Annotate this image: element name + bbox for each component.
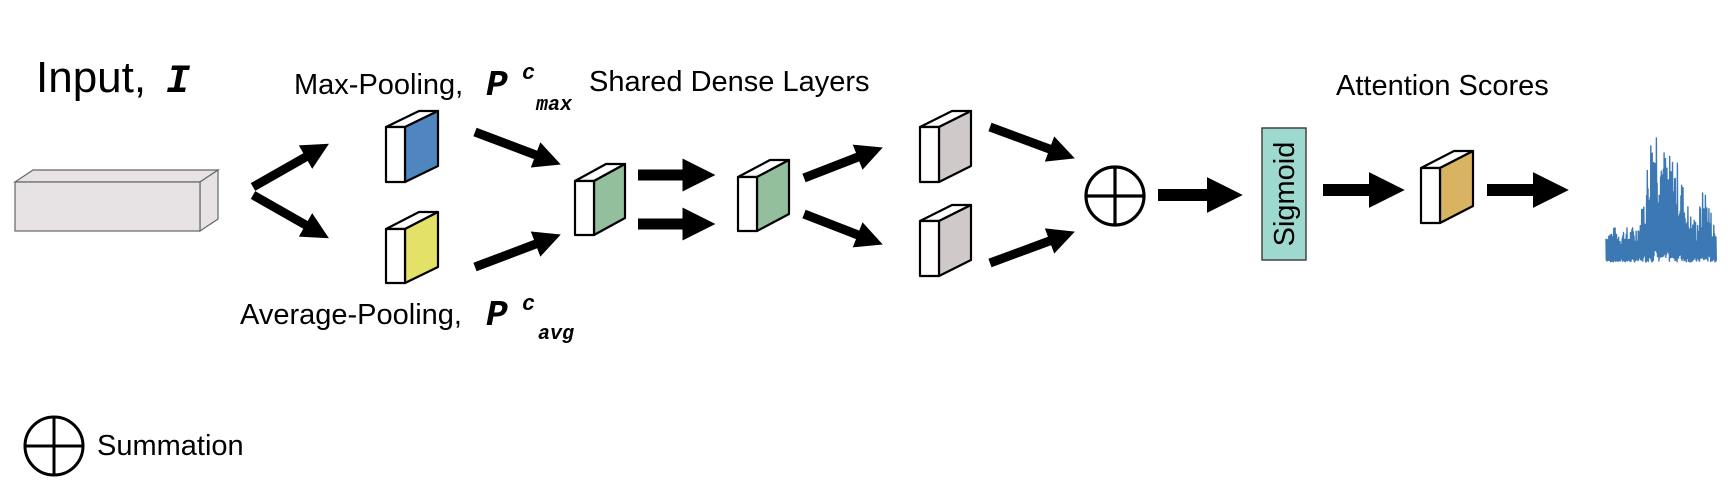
branch-arrows	[802, 144, 883, 248]
dense-layer-2-cube	[736, 158, 791, 233]
summation-icon	[1084, 165, 1146, 227]
input-block	[13, 168, 220, 233]
arrow-icon	[988, 122, 1075, 162]
avg-pool-cube	[384, 210, 440, 285]
sigmoid-box: Sigmoid	[1261, 127, 1307, 261]
summation-legend: Summation	[23, 415, 244, 477]
attention-scores-label: Attention Scores	[1336, 70, 1549, 102]
avg-pooling-superscript: c	[522, 292, 535, 317]
dense-layer-1-cube	[573, 162, 627, 237]
avg-pooling-symbol: P	[486, 295, 508, 336]
max-pooling-symbol: P	[486, 65, 508, 106]
arrow-icon	[988, 228, 1075, 268]
avg-pooling-label: Average-Pooling,	[240, 299, 462, 331]
max-pooling-subscript: max	[535, 94, 573, 117]
avg-pooling-subscript: avg	[538, 323, 574, 346]
merge-arrows	[473, 127, 561, 272]
input-label: Input,	[36, 53, 146, 102]
attention-cube	[1419, 149, 1475, 225]
split-arrows	[250, 143, 329, 239]
sum-arrows	[988, 122, 1075, 268]
arrow-icon	[250, 143, 329, 191]
sigmoid-label: Sigmoid	[1269, 142, 1301, 247]
summation-label: Summation	[97, 430, 244, 462]
arrow-icon	[250, 191, 329, 239]
shared-dense-label: Shared Dense Layers	[589, 66, 870, 98]
arrow-icon	[802, 144, 883, 183]
attention-signal	[1605, 137, 1717, 263]
max-pool-cube	[384, 109, 440, 184]
arrow-icon	[473, 127, 561, 168]
branch-bottom-cube	[918, 203, 973, 278]
dense-connect-arrows	[638, 158, 716, 241]
branch-top-cube	[918, 109, 973, 184]
summation-icon	[23, 415, 85, 477]
max-pooling-label: Max-Pooling,	[294, 69, 463, 101]
arrow-icon	[802, 209, 883, 248]
arrow-icon	[473, 231, 561, 272]
max-pooling-superscript: c	[522, 61, 535, 86]
input-symbol: I	[166, 60, 191, 105]
